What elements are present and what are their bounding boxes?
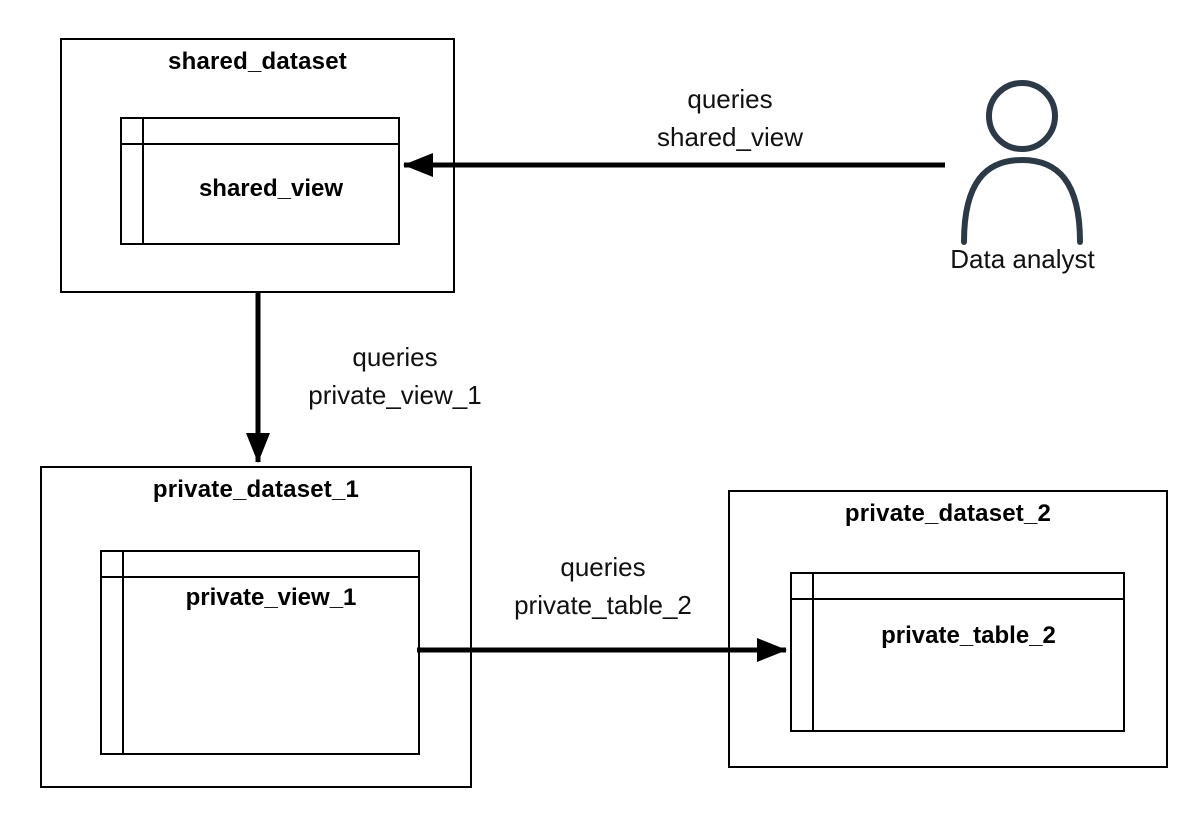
dataset-title-shared-dataset: shared_dataset: [168, 48, 347, 75]
table-header-divider: [102, 576, 418, 578]
table-header-divider: [122, 143, 398, 145]
table-column-divider: [812, 574, 814, 730]
table-column-divider: [122, 552, 124, 753]
view-label-private-view-1: private_view_1: [185, 584, 357, 611]
view-shape-shared-view: shared_view: [120, 117, 400, 245]
person-icon: [961, 80, 1083, 245]
dataset-title-private-dataset-1: private_dataset_1: [152, 476, 360, 503]
table-label-private-table-2: private_table_2: [881, 622, 1056, 649]
dataset-title-private-dataset-2: private_dataset_2: [844, 500, 1052, 527]
dataset-box-private-dataset-1: private_dataset_1 private_view_1: [40, 466, 472, 788]
table-column-divider: [142, 119, 144, 243]
view-shape-private-view-1: private_view_1: [100, 550, 420, 755]
actor-label: Data analyst: [950, 244, 1095, 274]
dataset-box-shared-dataset: shared_dataset shared_view: [60, 38, 455, 293]
edge-label-shared-queries-private-view-1: queries private_view_1: [268, 338, 522, 414]
edge-label-private1-queries-private-table-2: queries private_table_2: [468, 548, 738, 624]
view-label-shared-view: shared_view: [198, 175, 344, 202]
edge-label-line2: private_table_2: [514, 590, 692, 620]
edge-label-line1: queries: [560, 552, 646, 582]
edge-label-line2: shared_view: [657, 122, 803, 152]
table-shape-private-table-2: private_table_2: [790, 572, 1125, 732]
edge-label-analyst-queries-shared-view: queries shared_view: [600, 80, 860, 156]
edge-label-line1: queries: [352, 342, 438, 372]
edge-label-line1: queries: [687, 84, 773, 114]
dataset-box-private-dataset-2: private_dataset_2 private_table_2: [728, 490, 1168, 768]
edge-label-line2: private_view_1: [308, 380, 482, 410]
table-header-divider: [792, 598, 1123, 600]
